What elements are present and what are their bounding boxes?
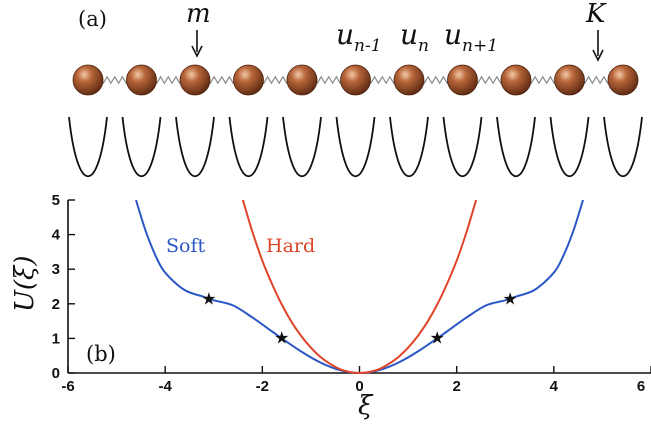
particle-chain — [72, 64, 639, 96]
y-ticks: 0 1 2 3 4 5 — [52, 192, 75, 382]
svg-text:U(ξ): U(ξ) — [10, 255, 40, 312]
particle — [393, 64, 425, 96]
x-tick-label: 2 — [452, 378, 460, 395]
particle — [126, 64, 157, 96]
potential-well — [496, 116, 536, 178]
particle — [179, 64, 211, 96]
star-marker: ★ — [430, 329, 445, 349]
potential-well — [335, 116, 376, 178]
x-tick-label: -4 — [158, 378, 172, 395]
spring-constant-label: K — [585, 0, 607, 29]
curve-soft — [135, 199, 584, 375]
svg-text:un: un — [400, 18, 429, 56]
y-tick-label: 0 — [52, 365, 60, 382]
plot-frame — [67, 200, 651, 374]
y-tick-label: 2 — [52, 296, 60, 313]
panel-a-label: (a) — [78, 7, 107, 31]
potential-well — [175, 116, 215, 178]
potential-well — [389, 116, 429, 178]
particle — [447, 64, 478, 96]
u-next-label: un+1 — [444, 18, 498, 56]
series-label-hard: Hard — [266, 235, 315, 257]
potential-well — [549, 116, 590, 178]
panel-a: (a) m un-1 un un+1 K — [68, 0, 643, 178]
x-tick-label: 0 — [355, 378, 363, 395]
svg-text:un+1: un+1 — [444, 18, 498, 56]
particle — [72, 64, 104, 96]
potential-well — [121, 116, 162, 178]
potential-well — [603, 116, 643, 178]
particle — [607, 64, 639, 96]
curves — [135, 199, 584, 375]
series-label-soft: Soft — [166, 235, 205, 257]
particle — [500, 64, 532, 96]
particle — [286, 64, 318, 96]
curve-hard — [241, 199, 478, 375]
particle — [340, 64, 371, 96]
star-marker: ★ — [502, 290, 517, 310]
y-tick-label: 4 — [52, 227, 61, 244]
mass-arrow — [191, 30, 203, 58]
x-tick-label: 6 — [637, 378, 645, 395]
star-marker: ★ — [201, 290, 216, 310]
mass-label: m — [186, 0, 211, 29]
panel-b-plot: -6 -4 -2 0 2 4 6 0 1 2 3 4 5 ★ ★ ★ ★ Soft Hard (b) U(ξ… — [10, 192, 651, 421]
potential-well — [228, 116, 269, 178]
potential-wells — [68, 116, 643, 178]
x-tick-label: 4 — [550, 378, 559, 395]
y-tick-label: 1 — [52, 330, 60, 347]
particle — [233, 64, 264, 96]
x-ticks: -6 -4 -2 0 2 4 6 — [61, 366, 651, 395]
panel-b-label: (b) — [86, 342, 116, 366]
star-markers: ★ ★ ★ ★ — [201, 290, 517, 349]
y-axis-label: U(ξ) — [10, 255, 40, 312]
potential-well — [282, 116, 322, 178]
svg-text:un-1: un-1 — [336, 18, 382, 56]
u-label: un — [400, 18, 429, 56]
x-axis-label: ξ — [358, 391, 374, 421]
x-tick-label: -6 — [61, 378, 74, 395]
potential-well — [442, 116, 483, 178]
potential-well — [68, 116, 108, 178]
spring-arrow — [592, 30, 604, 62]
u-prev-label: un-1 — [336, 18, 382, 56]
y-tick-label: 5 — [52, 192, 60, 209]
particle — [554, 64, 585, 96]
x-tick-label: -2 — [256, 378, 269, 395]
star-marker: ★ — [274, 329, 289, 349]
y-tick-label: 3 — [52, 261, 60, 278]
